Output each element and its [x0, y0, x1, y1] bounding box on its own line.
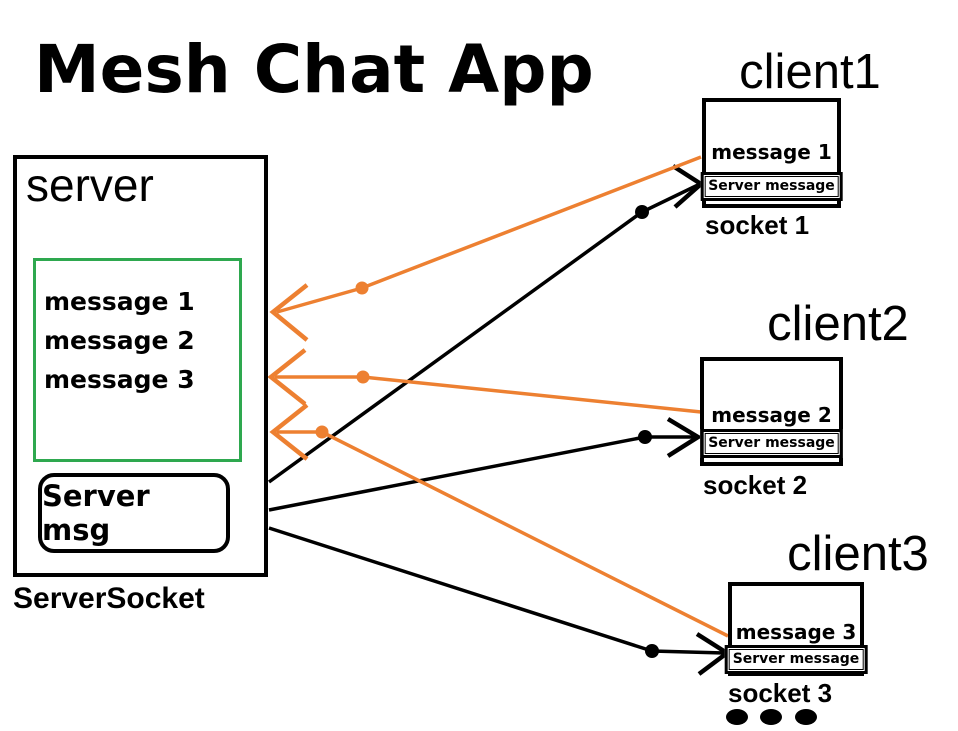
client2-server-message-button-label: Server message: [704, 433, 839, 454]
client1-server-message-button-label: Server message: [704, 176, 839, 197]
connector-server-to-client3: [268, 526, 731, 676]
server-message-item: message 3: [44, 365, 195, 394]
diagram-title: Mesh Chat App: [34, 31, 594, 108]
client3-server-message-button-label: Server message: [728, 649, 864, 670]
client1-message: message 1: [711, 140, 832, 164]
client2-title: client2: [767, 297, 909, 351]
connector-server-to-client1: [267, 164, 705, 484]
connector-client2-to-server: [267, 348, 702, 414]
client2-server-message-button[interactable]: Server message: [700, 429, 843, 458]
ellipsis-dot: [726, 709, 748, 725]
client3-server-message-button[interactable]: Server message: [724, 645, 868, 674]
server-message-item: message 2: [44, 326, 195, 355]
ellipsis-dot: [760, 709, 782, 725]
server-message-item: message 1: [44, 287, 195, 316]
server-label: server: [26, 159, 154, 211]
server-msg-button[interactable]: Server msg: [38, 473, 230, 553]
client1-server-message-button[interactable]: Server message: [700, 172, 843, 201]
connector-server-to-client2: [268, 417, 703, 512]
client2-box: message 2 Server message: [700, 357, 843, 466]
client3-socket-label: socket 3: [728, 678, 833, 708]
client1-socket-label: socket 1: [705, 210, 810, 240]
client2-message: message 2: [711, 403, 832, 427]
client3-message: message 3: [735, 620, 857, 644]
client2-socket-label: socket 2: [703, 470, 808, 500]
connector-client3-to-server: [269, 403, 729, 638]
client1-title: client1: [739, 45, 881, 99]
client1-box: message 1 Server message: [700, 98, 843, 208]
server-message-list: message 1 message 2 message 3: [33, 258, 242, 462]
client3-title: client3: [787, 527, 929, 581]
client3-box: message 3 Server message: [724, 582, 868, 676]
ellipsis-dot: [795, 709, 817, 725]
connector-client1-to-server: [269, 155, 702, 342]
serversocket-label: ServerSocket: [13, 582, 205, 615]
server-box: server message 1 message 2 message 3 Ser…: [13, 155, 268, 577]
